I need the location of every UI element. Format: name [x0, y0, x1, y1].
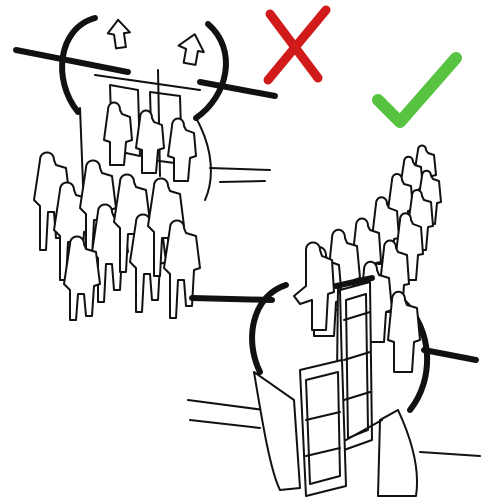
- right-door-panel-front: [299, 359, 347, 497]
- right-door-drum-left: [249, 282, 289, 375]
- person-10: [103, 101, 133, 166]
- right-door-panel-back-frame: [345, 293, 369, 439]
- right-door-shell-right: [377, 409, 419, 497]
- right-door-panel-rail-1: [343, 311, 371, 321]
- queue-person-13: [387, 290, 421, 373]
- right-scene-orderly-revolving-door: [187, 144, 481, 497]
- right-door-panel-front-frame: [305, 371, 341, 485]
- left-door-post-right: [195, 117, 212, 201]
- left-crowd: [33, 101, 201, 321]
- left-door-drum-right: [193, 21, 229, 121]
- green-check-mark-icon: [372, 52, 462, 128]
- person-entering-door: [293, 241, 335, 331]
- right-door-panel-rail-2: [343, 351, 371, 361]
- left-door-top-frame: [94, 74, 201, 91]
- right-wall-bar-right: [421, 347, 479, 363]
- left-floor-line: [209, 167, 271, 171]
- right-door-panel-rail-4: [305, 411, 341, 421]
- right-door-panel-rail-3: [343, 391, 371, 401]
- right-wall-bar-left: [189, 295, 275, 303]
- left-wall-bar-left: [13, 47, 131, 75]
- left-floor-line-2: [219, 180, 266, 183]
- right-floor-line-3: [419, 451, 481, 457]
- right-floor-line: [187, 399, 265, 411]
- right-floor-line-2: [189, 419, 261, 429]
- left-wall-bar-right: [197, 79, 278, 99]
- right-door-top-bar: [333, 275, 375, 289]
- person-9: [63, 235, 101, 321]
- right-door-panel-side: [345, 419, 383, 441]
- right-door-panel-rail-5: [305, 447, 341, 457]
- person-8: [163, 219, 201, 319]
- left-up-arrow-1: [106, 18, 131, 50]
- right-door-shell-left: [253, 371, 301, 491]
- red-x-mark-icon: [263, 5, 331, 85]
- person-12: [167, 117, 197, 182]
- left-scene-crowded-revolving-door: [13, 15, 278, 321]
- left-door-drum-left: [59, 15, 98, 115]
- person-11: [135, 109, 165, 174]
- left-up-arrow-2: [177, 33, 205, 66]
